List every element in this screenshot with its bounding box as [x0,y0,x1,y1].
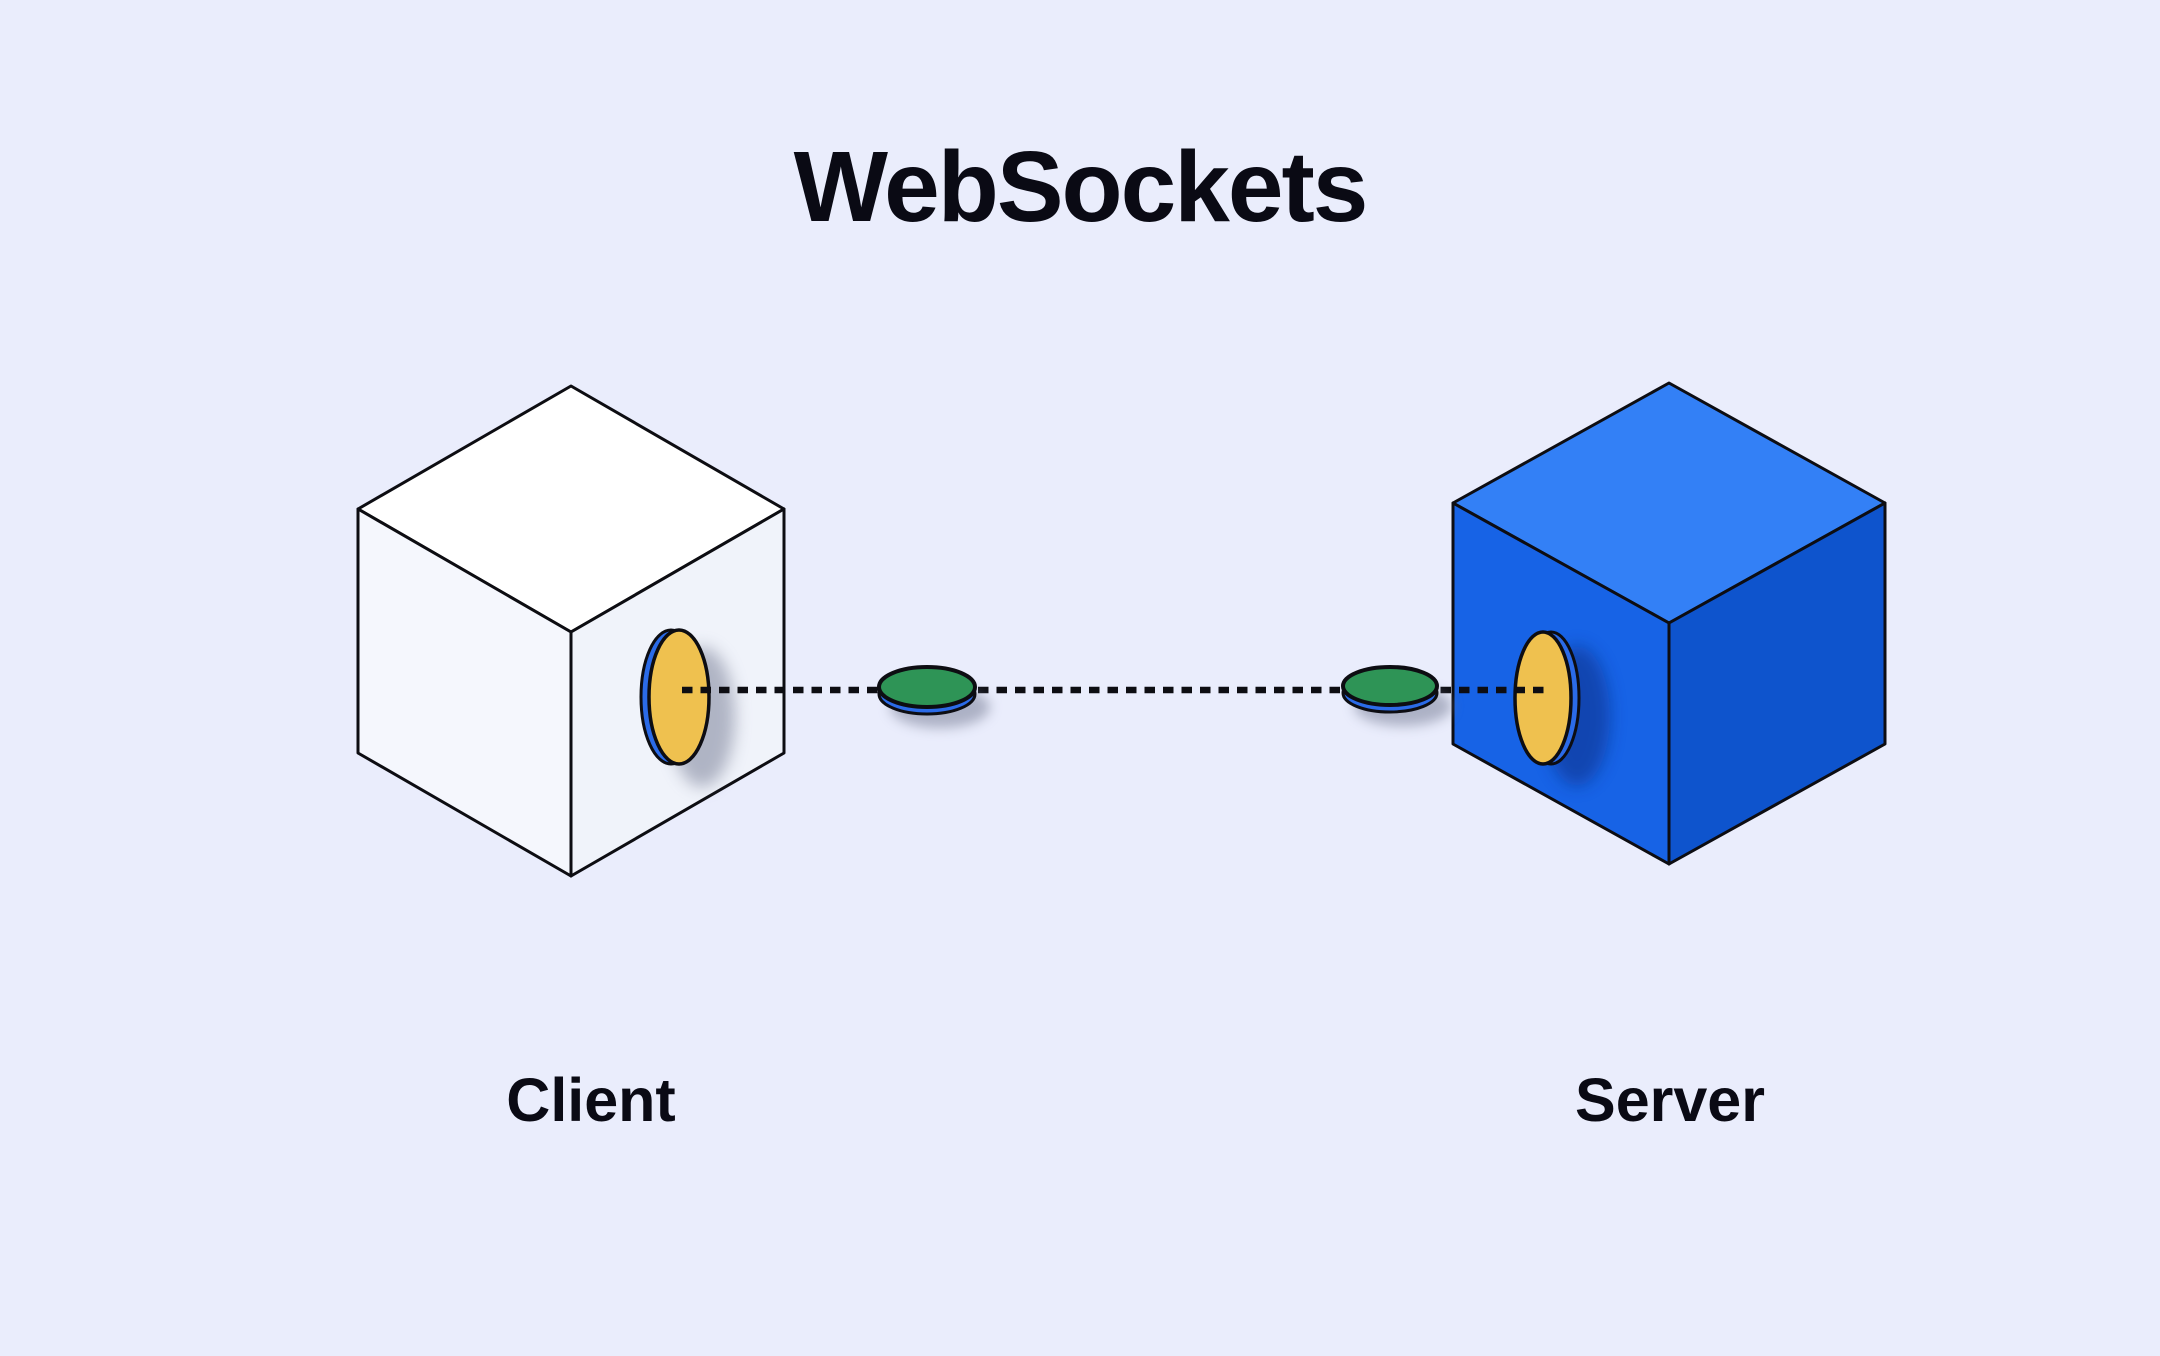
message-packet-left-body [877,665,977,709]
client-socket-port [639,628,735,787]
diagram-title: WebSockets [794,131,1367,243]
server-socket-face [1513,630,1573,766]
server-socket-port [1513,630,1610,786]
server-cube [1451,381,1887,866]
server-label: Server [1575,1066,1765,1134]
message-packet-right [1341,665,1452,726]
message-packet-right-body [1341,665,1439,707]
client-socket-face [647,628,711,766]
message-packet-left [877,665,990,728]
client-label: Client [506,1066,675,1134]
server-cube-right-face [1667,501,1887,866]
client-cube [356,384,786,878]
